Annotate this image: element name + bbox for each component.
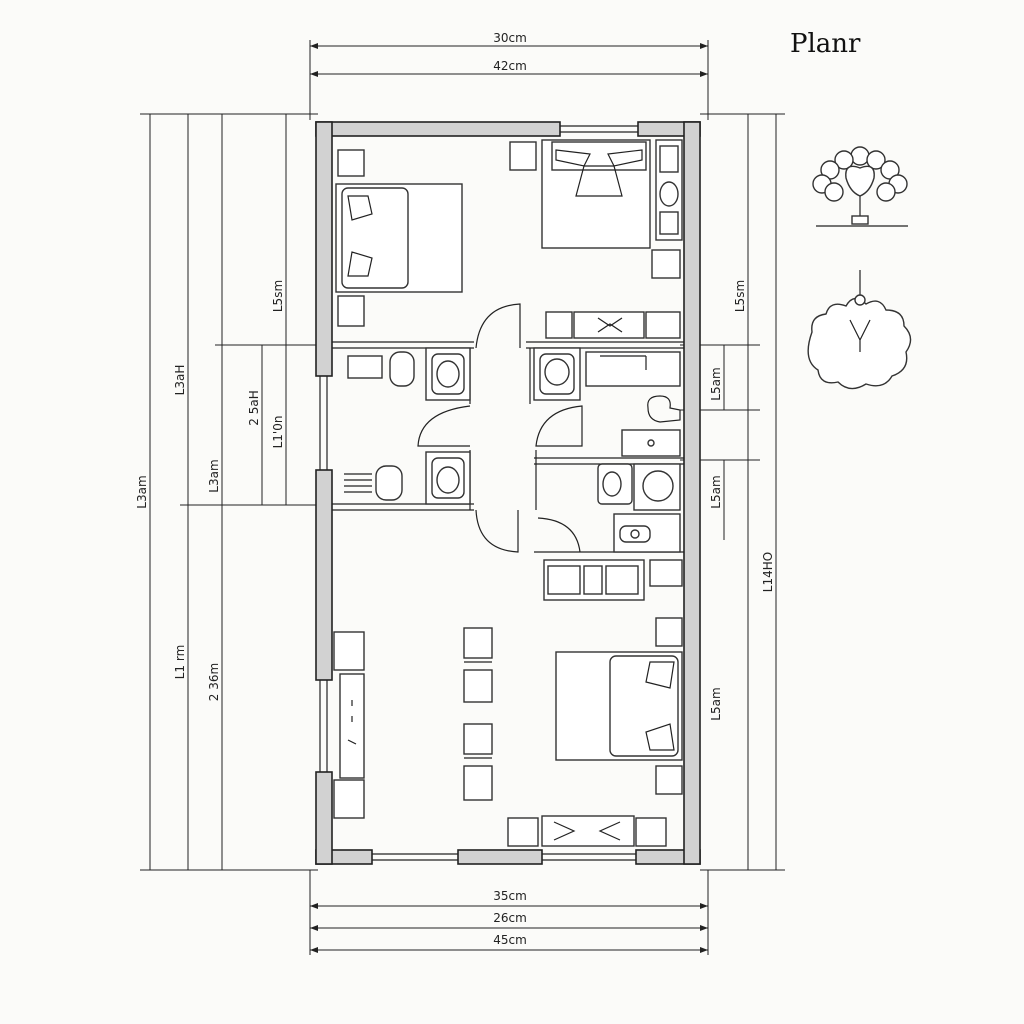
sink-icon (544, 358, 570, 386)
bed (341, 187, 409, 289)
living-area (333, 627, 667, 847)
toilet-icon (602, 471, 622, 497)
top-dim-1: 30cm (493, 31, 527, 45)
bed (609, 655, 679, 757)
pillow-icon (645, 723, 675, 751)
left-dim-5: L1'0n (271, 416, 285, 449)
plan-title: Planr (790, 29, 861, 59)
bedroom-bottom-right (555, 617, 683, 795)
outer-walls (315, 121, 701, 865)
bottom-dimensions: 35cm 26cm 45cm (309, 870, 709, 955)
bottom-dim-1: 35cm (493, 889, 527, 903)
sink-icon (436, 466, 460, 494)
pillow-icon (645, 661, 675, 689)
left-dim-1: L3am (135, 475, 149, 508)
bathtub (585, 351, 681, 387)
nightstand-top (337, 149, 365, 177)
left-dim-7: L1 rm (173, 645, 187, 680)
room-top-right (509, 139, 683, 339)
left-dim-6: L3am (207, 459, 221, 492)
oven-icon (605, 565, 639, 595)
pillow-icon (347, 195, 373, 221)
sink-icon (436, 360, 460, 388)
pillow-icon (347, 251, 373, 277)
chair-icon (463, 669, 493, 703)
left-dim-8: 2 36m (207, 663, 221, 701)
toilet-icon (389, 351, 415, 387)
sink-icon (659, 181, 679, 207)
bathroom-left (344, 347, 471, 505)
shower-icon (642, 470, 674, 502)
left-dimensions: L3am L3aH L5sm 2 5aH L1'0n L3am L1 rm 2 … (135, 113, 318, 871)
bottom-dim-3: 45cm (493, 933, 527, 947)
right-dim-5: L5am (709, 687, 723, 720)
nightstand-bottom (337, 295, 365, 327)
tv-stand (541, 815, 635, 847)
toilet-icon (647, 395, 681, 423)
left-dim-2: L3aH (173, 365, 187, 396)
plant-symbol-bottom (807, 270, 912, 390)
sink-icon (547, 565, 581, 595)
left-dim-4: 2 5aH (247, 390, 261, 425)
chair-icon (575, 165, 623, 197)
chair-icon (463, 723, 493, 755)
right-dim-2: L5am (709, 367, 723, 400)
plant-symbol-top (812, 146, 908, 227)
bottom-dim-2: 26cm (493, 911, 527, 925)
top-dimensions: 30cm 42cm (309, 31, 709, 120)
right-dim-4: L14HO (761, 552, 775, 592)
chair-icon (463, 765, 493, 801)
top-dim-2: 42cm (493, 59, 527, 73)
chair-icon (463, 627, 493, 659)
nightstand-top (655, 617, 683, 647)
bathroom-right (533, 347, 681, 553)
kitchen-counter (543, 559, 683, 601)
left-dim-3: L5sm (271, 280, 285, 312)
toilet-icon (375, 465, 403, 501)
right-dim-1: L5sm (733, 280, 747, 312)
sofa (339, 673, 365, 779)
doors (417, 303, 583, 553)
right-dim-3: L5am (709, 475, 723, 508)
desk (551, 141, 647, 171)
stove-icon (583, 565, 603, 595)
right-dimensions: L5sm L5am L5am L14HO L5am (680, 113, 785, 871)
nightstand-bottom (655, 765, 683, 795)
bedroom-top-left (335, 149, 463, 327)
